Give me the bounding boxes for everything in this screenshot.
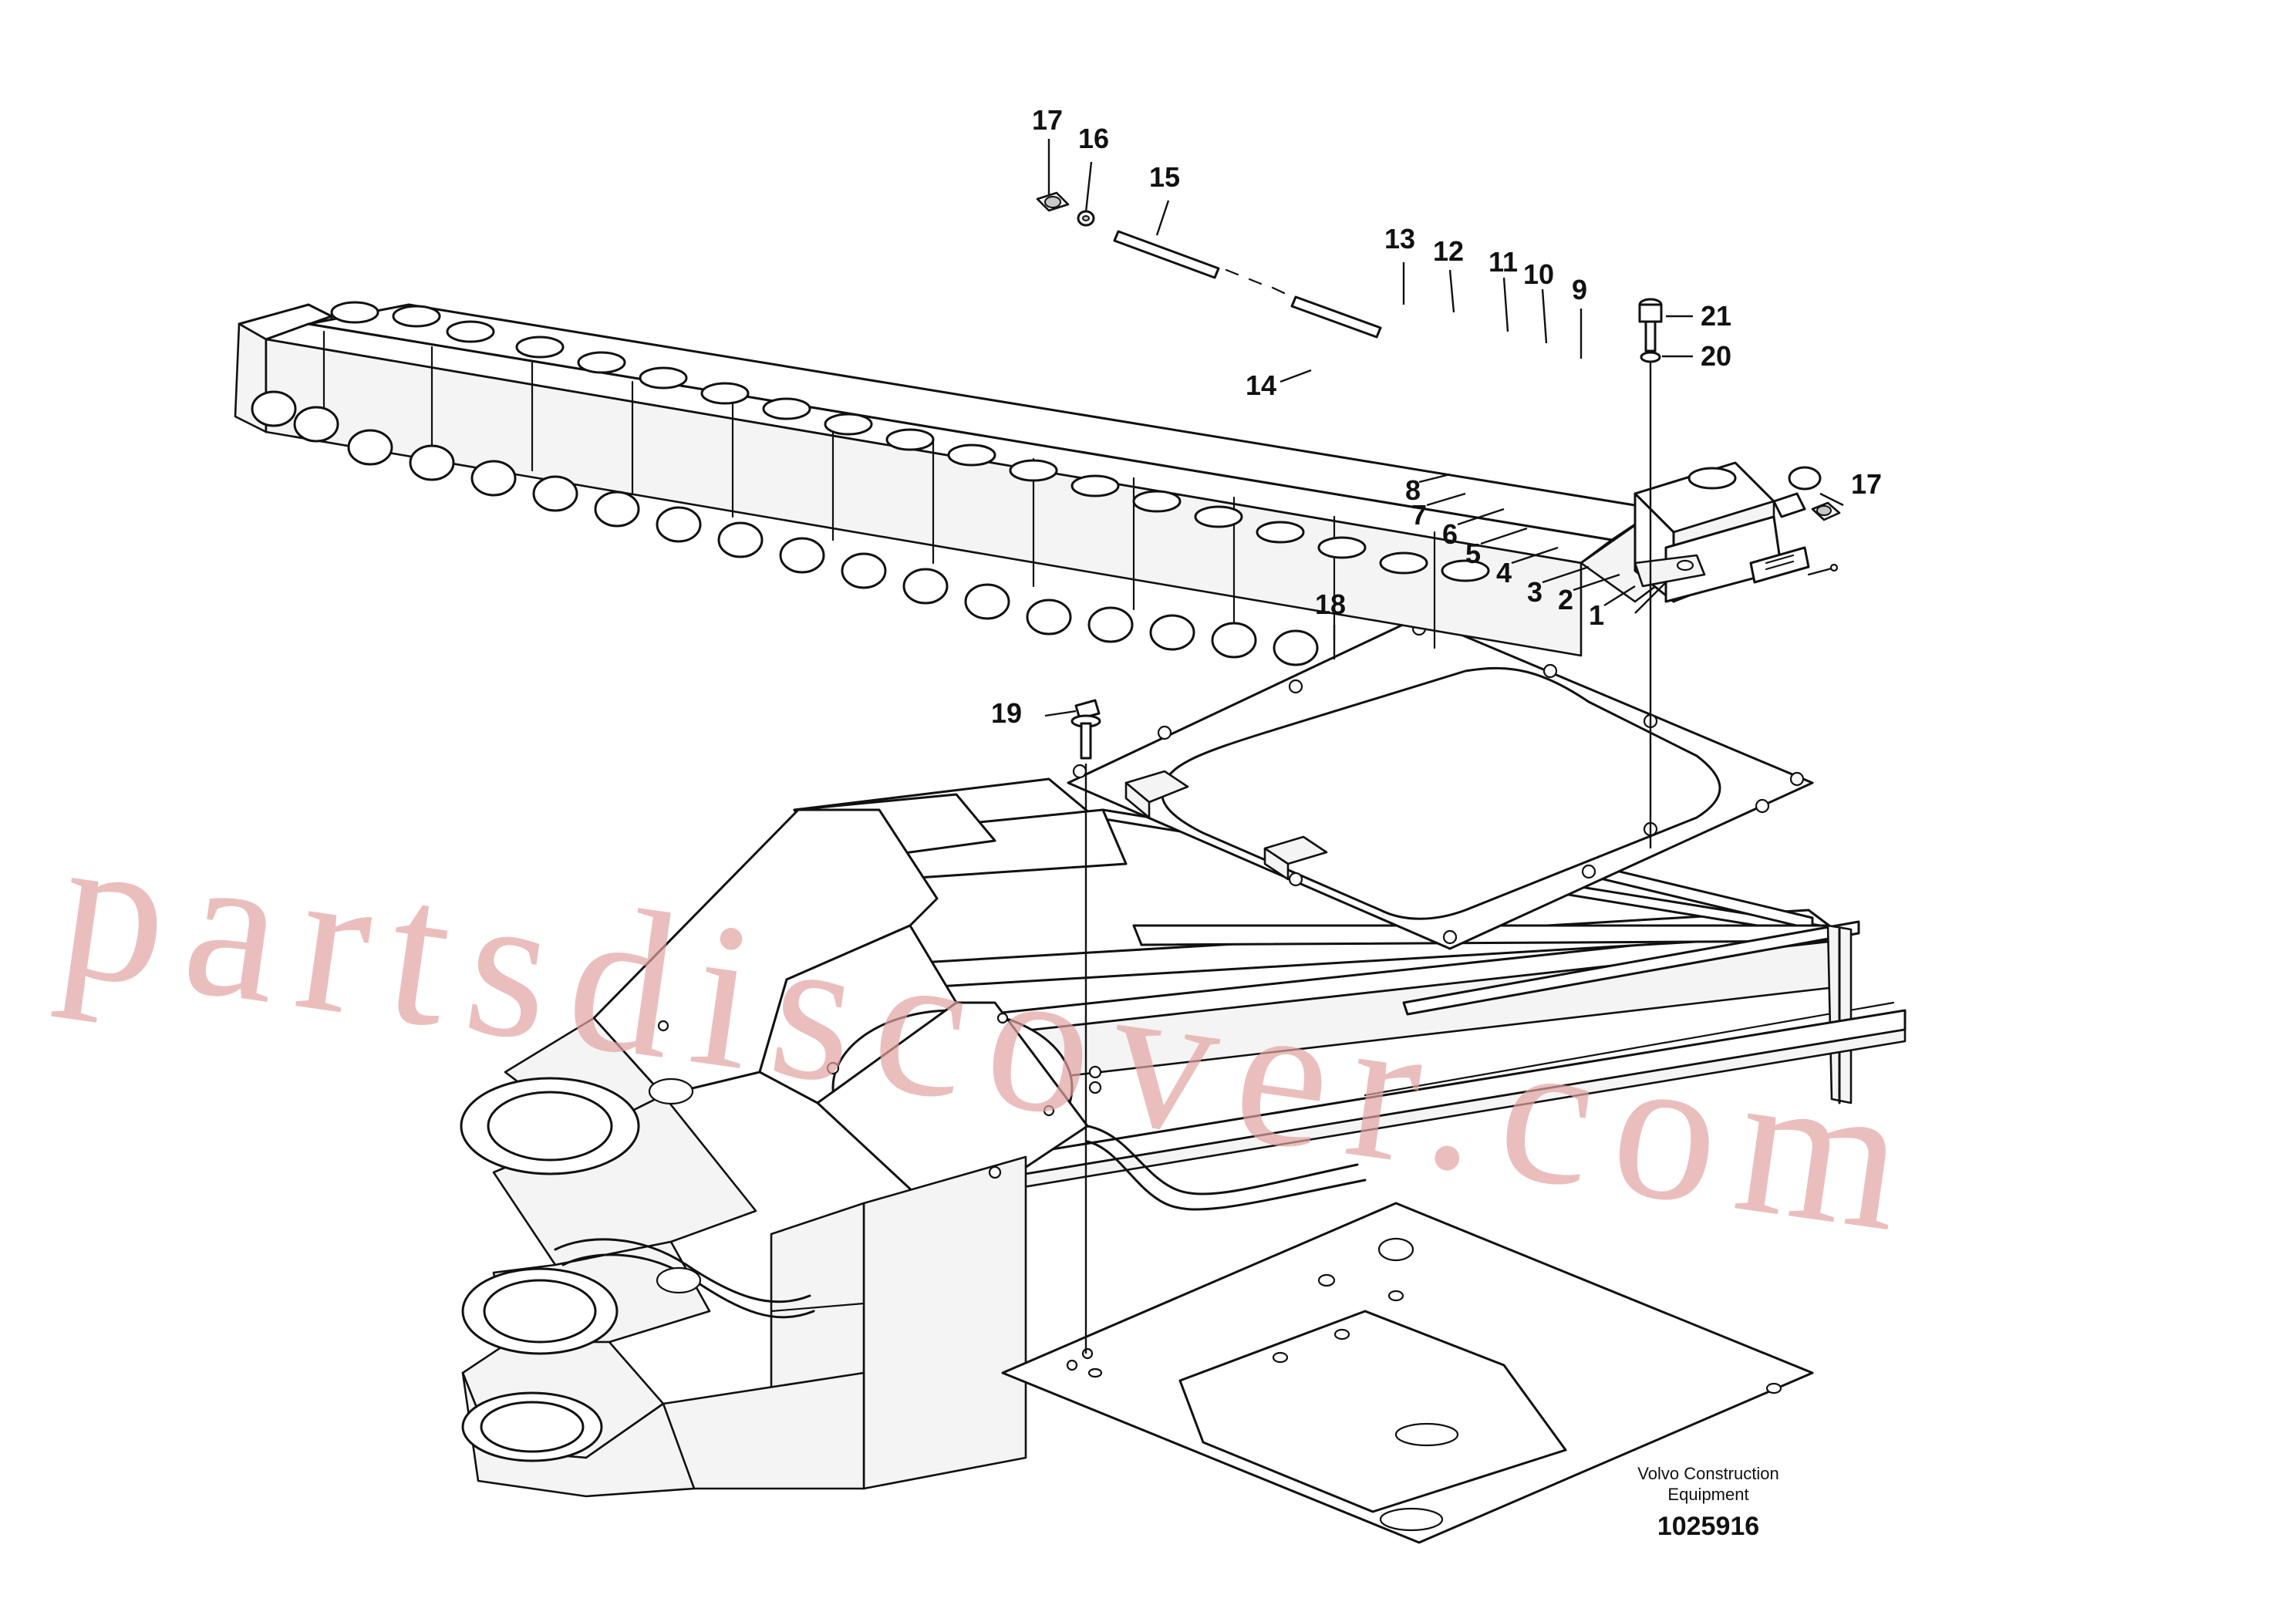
caption-line-1: Volvo Construction (1637, 1464, 1778, 1483)
callout-5: 5 (1465, 538, 1481, 569)
tie-rod-15 (1113, 230, 1382, 339)
callout-19: 19 (991, 697, 1022, 729)
washer-16 (1077, 210, 1095, 227)
callout-18: 18 (1315, 588, 1346, 620)
callout-11: 11 (1489, 246, 1518, 278)
control-valve-block (234, 301, 1841, 666)
assembly-centerlines (1084, 363, 1652, 1354)
callout-13: 13 (1384, 223, 1415, 255)
callout-16: 16 (1078, 123, 1109, 154)
callout-3: 3 (1527, 576, 1542, 608)
leader-lines (1044, 139, 1844, 717)
washer-20 (1640, 351, 1661, 363)
callout-4: 4 (1496, 557, 1512, 588)
callout-9: 9 (1572, 274, 1587, 305)
caption-line-2: Equipment (1667, 1485, 1748, 1504)
callout-17-top: 17 (1032, 104, 1063, 136)
callout-1: 1 (1589, 599, 1604, 631)
callout-12: 12 (1433, 235, 1464, 267)
diagram-caption: Volvo Construction Equipment 1025916 (1637, 1464, 1778, 1541)
callout-8: 8 (1405, 474, 1421, 506)
callout-10: 10 (1523, 258, 1554, 290)
callout-14: 14 (1246, 369, 1276, 401)
callout-17-right: 17 (1851, 468, 1882, 500)
callout-6: 6 (1442, 518, 1458, 550)
callout-20: 20 (1701, 340, 1731, 372)
nut-17a (1036, 191, 1070, 212)
callout-7: 7 (1411, 499, 1427, 531)
callout-2: 2 (1558, 584, 1573, 615)
bolt-19 (1070, 699, 1101, 760)
callout-15: 15 (1149, 161, 1180, 193)
bolt-21 (1638, 298, 1663, 352)
diagram-number: 1025916 (1657, 1512, 1759, 1541)
chassis-frame (460, 777, 1907, 1544)
callout-21: 21 (1701, 300, 1731, 332)
callout-labels: 17 16 15 13 12 11 10 9 14 8 7 6 5 4 3 2 … (991, 104, 1882, 729)
